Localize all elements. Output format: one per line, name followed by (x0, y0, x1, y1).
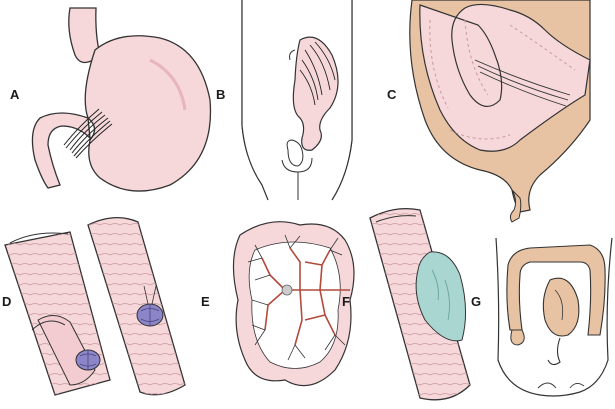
panel-a-illustration (31, 7, 212, 192)
occlusion-point-icon (281, 284, 293, 296)
panel-label-b: B (216, 87, 226, 102)
duodenum-shape (31, 112, 91, 189)
panel-label-f: F (342, 294, 350, 309)
panel-g-illustration (495, 237, 613, 397)
panel-label-c: C (387, 87, 397, 102)
stomach-shape (84, 35, 212, 192)
intraluminal-mass-shape (415, 251, 467, 342)
panel-f-illustration (369, 207, 471, 401)
lower-torso-outline (495, 237, 613, 397)
panel-c-illustration (409, 0, 591, 223)
polyp-mass-icon-2 (136, 285, 164, 327)
panel-b-illustration (241, 0, 353, 201)
colon-frame-shape (506, 244, 606, 336)
panel-label-d: D (2, 294, 12, 309)
panel-e-illustration (232, 221, 355, 387)
sigmoid-loop-shape (542, 277, 580, 337)
polyp-mass-icon (75, 349, 101, 371)
panel-label-g: G (471, 294, 482, 309)
bowel-tail-shape (509, 189, 522, 223)
herniated-loop-shape (292, 36, 339, 151)
esophagus-shape (68, 7, 101, 64)
constriction-band-icon (63, 108, 113, 159)
mesentery-folds-icon (299, 41, 336, 106)
panel-label-a: A (10, 87, 20, 102)
capillary-network-icon (247, 234, 346, 361)
panel-d-illustration (4, 217, 186, 396)
genital-outline (286, 139, 304, 167)
adhesion-bands-icon (474, 59, 571, 107)
panel-label-e: E (201, 294, 210, 309)
